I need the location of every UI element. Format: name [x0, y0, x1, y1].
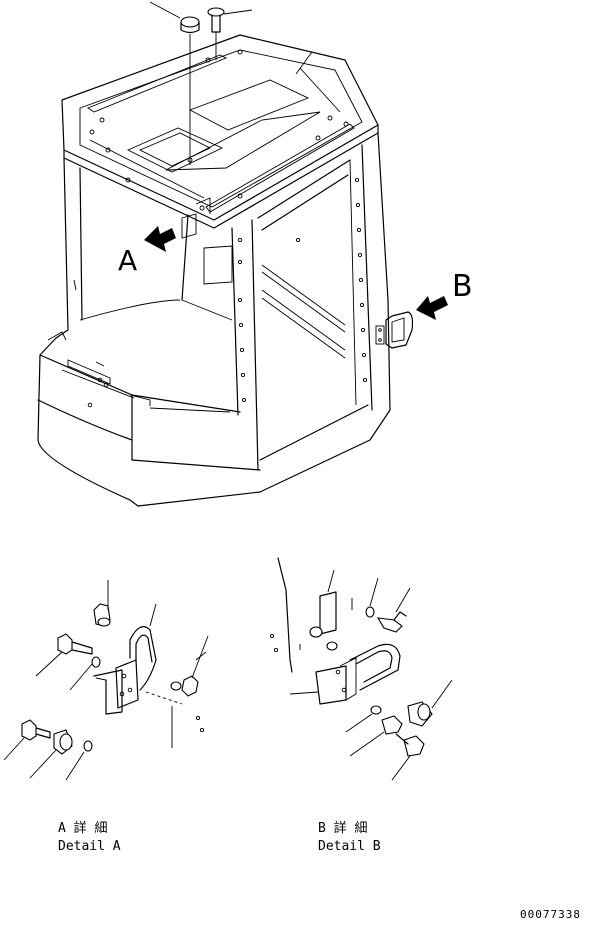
pillar-holes — [237, 177, 368, 403]
cab-roof — [61, 34, 379, 229]
detail-b-jp-label: B 詳 細 — [318, 820, 367, 836]
detail-a-en-label: Detail A — [58, 839, 121, 854]
detail-a-assembly — [3, 580, 209, 781]
detail-b-caption: B 詳 細 Detail B — [318, 820, 381, 854]
cab-handrail-b — [375, 311, 414, 349]
roof-bolt-part — [207, 7, 253, 60]
cab-body — [55, 132, 391, 471]
roof-leader-line — [295, 51, 313, 75]
view-arrow-b: B — [416, 269, 473, 320]
drawing-number: 00077338 — [520, 908, 581, 921]
view-label-b: B — [452, 269, 473, 304]
detail-a-jp-label: A 詳 細 — [58, 820, 107, 836]
view-label-a: A — [118, 244, 137, 277]
detail-b-assembly — [269, 557, 453, 781]
roof-cap-part — [149, 1, 200, 165]
detail-a-caption: A 詳 細 Detail A — [58, 820, 121, 854]
detail-b-en-label: Detail B — [318, 839, 381, 854]
view-arrow-a: A — [118, 226, 176, 277]
cab-base — [37, 331, 391, 507]
